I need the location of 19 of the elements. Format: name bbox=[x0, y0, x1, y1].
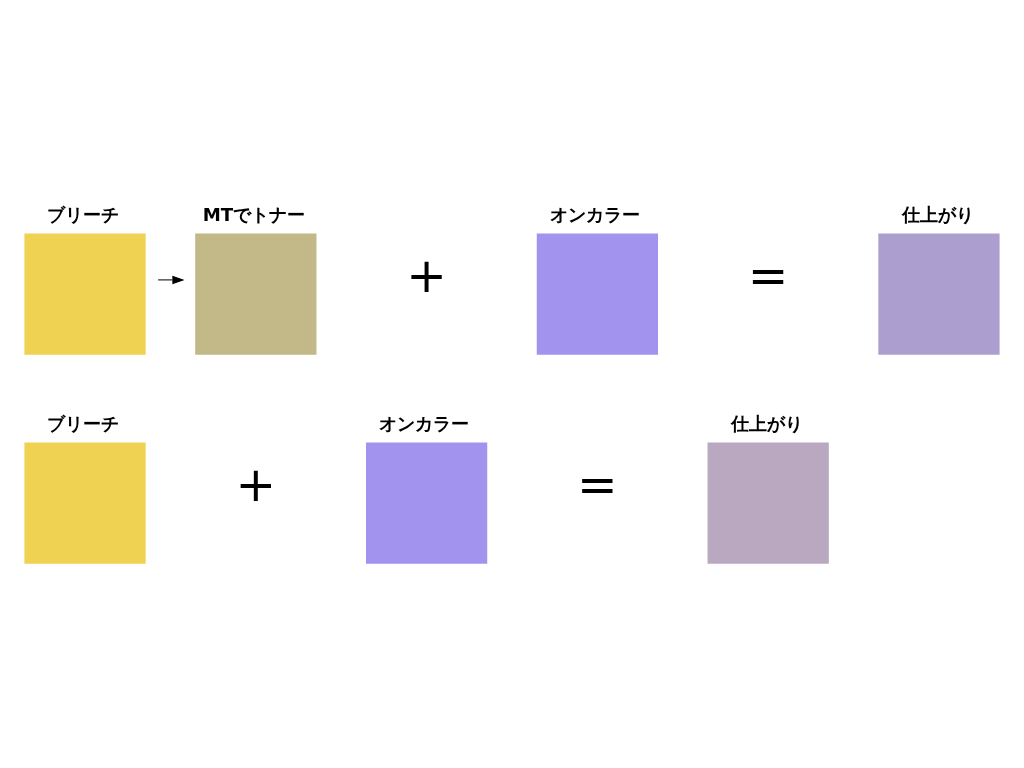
node-box bbox=[24, 442, 146, 564]
node-label: 仕上がり bbox=[901, 203, 974, 225]
node-box bbox=[536, 232, 659, 355]
label: = bbox=[747, 246, 789, 303]
node-label: ブリーチ bbox=[47, 203, 120, 225]
label: + bbox=[406, 246, 447, 303]
label: = bbox=[577, 455, 618, 512]
node-label: オンカラー bbox=[549, 203, 640, 225]
node-label: MTでトナー bbox=[202, 203, 306, 225]
node-label: 仕上がり bbox=[730, 412, 803, 434]
node-label: ブリーチ bbox=[47, 412, 120, 434]
node-label: オンカラー bbox=[379, 412, 470, 434]
arrow bbox=[157, 275, 185, 284]
node-box bbox=[195, 232, 317, 355]
node-box bbox=[707, 442, 829, 564]
node-box bbox=[365, 442, 488, 564]
node-box bbox=[878, 232, 1000, 355]
node-box bbox=[24, 232, 146, 355]
label: + bbox=[235, 455, 277, 512]
